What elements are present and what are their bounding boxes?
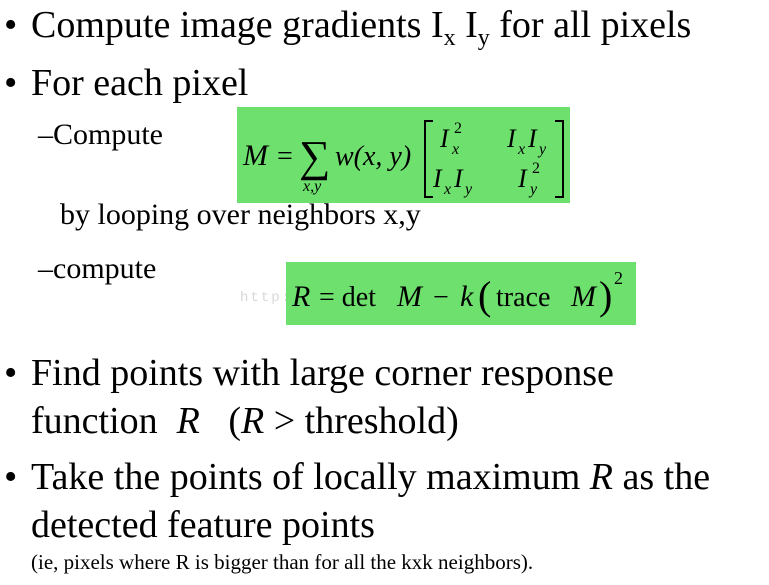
formula-r-minus: − [426, 282, 456, 313]
matrix-m12b-sub: y [537, 141, 547, 158]
matrix-right-bracket [555, 120, 564, 198]
matrix-left-bracket [424, 120, 433, 198]
formula-m: M = ∑ x,y w(x, y) I x 2 I x I y I x I y … [242, 120, 564, 198]
formula-r-trace: trace [496, 282, 557, 313]
bullet-3-marker: • [4, 352, 18, 394]
formula-r-lparen: ( [478, 273, 491, 318]
formula-r-sup: 2 [614, 268, 623, 288]
matrix-m11: I [439, 124, 450, 153]
matrix-m21a-sub: x [443, 181, 451, 198]
matrix-m11-sub: x [451, 141, 459, 158]
formula-r-lhs: R [291, 280, 310, 313]
formula-r-rparen: ) [599, 273, 612, 318]
matrix-m21b: I [453, 164, 464, 193]
matrix-m12a-sub: x [517, 141, 525, 158]
bullet-3-line1: Find points with large corner response [31, 352, 614, 394]
formula-m-weight: w(x, y) [335, 141, 411, 172]
formula-m-sigma: ∑ [299, 132, 330, 181]
formula-r-m1: M [396, 280, 424, 313]
note-text: (ie, pixels where R is bigger than for a… [31, 550, 534, 574]
sub-1-text: –Compute [38, 118, 163, 151]
formula-r: R = det M − k ( trace M ) 2 [291, 268, 623, 318]
formula-m-eq: = [277, 141, 293, 172]
matrix-m21a: I [432, 164, 443, 193]
formula-r-m2: M [570, 280, 598, 313]
loop-text: by looping over neighbors x,y [60, 198, 421, 231]
sub-2-text: –compute [38, 252, 157, 285]
matrix-m21b-sub: y [463, 181, 473, 198]
matrix-m22: I [517, 164, 528, 193]
formula-m-sigma-sub: x,y [302, 178, 322, 195]
formula-r-k: k [460, 280, 474, 313]
bullet-4-line1: Take the points of locally maximum R as … [31, 456, 711, 498]
bullet-1-marker: • [4, 4, 18, 46]
bullet-1-text: Compute image gradients Ix Iy for all pi… [31, 4, 692, 51]
formula-r-highlight [286, 262, 636, 325]
matrix-m12a: I [506, 124, 517, 153]
formula-m-lhs: M [242, 139, 270, 172]
watermark-text: http: [240, 290, 293, 306]
bullet-2-marker: • [4, 62, 18, 104]
matrix-m22-sub: y [528, 181, 538, 198]
bullet-2-text: For each pixel [31, 62, 249, 104]
matrix-m22-sup: 2 [532, 160, 540, 177]
matrix-m12b: I [527, 124, 538, 153]
matrix-m11-sup: 2 [454, 120, 462, 137]
bullet-4-line2: detected feature points [31, 504, 375, 546]
bullet-4-marker: • [4, 456, 18, 498]
bullet-3-line2: function R (R > threshold) [31, 400, 459, 442]
formula-r-det: = det [312, 282, 383, 313]
formula-m-highlight [237, 107, 570, 203]
